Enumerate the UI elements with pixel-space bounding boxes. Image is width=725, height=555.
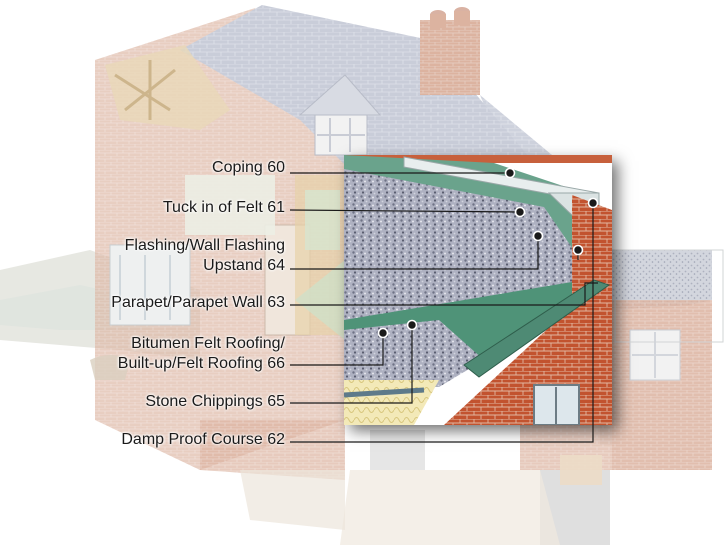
callout-parapet: Parapet/Parapet Wall 63: [111, 293, 285, 313]
callout-stone-chippings: Stone Chippings 65: [145, 392, 285, 412]
callout-coping-text: Coping 60: [212, 159, 285, 176]
callout-tuck-in-felt-text: Tuck in of Felt 61: [162, 199, 285, 216]
callout-bitumen-line2: Built-up/Felt Roofing 66: [117, 355, 285, 372]
callout-parapet-text: Parapet/Parapet Wall 63: [111, 294, 285, 311]
callout-damp-proof: Damp Proof Course 62: [121, 430, 285, 450]
callout-flashing-line1: Flashing/Wall Flashing: [124, 237, 285, 254]
callout-flashing-upstand: Flashing/Wall Flashing Upstand 64: [125, 236, 285, 276]
callout-stone-chippings-text: Stone Chippings 65: [145, 393, 285, 410]
callout-bitumen-felt: Bitumen Felt Roofing/ Built-up/Felt Roof…: [118, 334, 285, 374]
callout-flashing-line2: Upstand 64: [203, 257, 285, 274]
callout-bitumen-line1: Bitumen Felt Roofing/: [131, 335, 285, 352]
flat-roof-section-drawing: [343, 155, 612, 426]
callout-coping: Coping 60: [212, 158, 285, 178]
callout-tuck-in-felt: Tuck in of Felt 61: [163, 198, 285, 218]
flat-roof-detail-panel: [343, 155, 612, 426]
callout-damp-proof-text: Damp Proof Course 62: [121, 431, 285, 448]
